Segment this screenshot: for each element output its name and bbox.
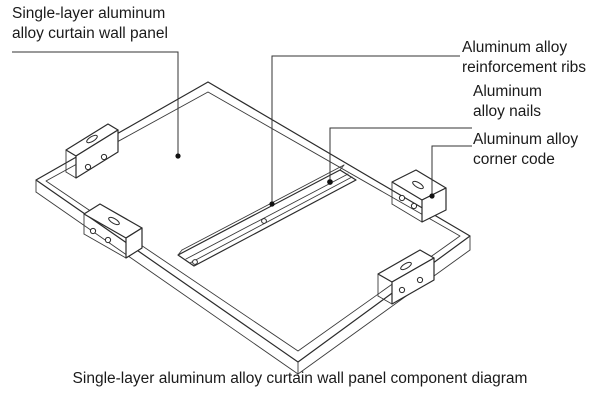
- leader-corner: [431, 145, 472, 196]
- leader-nails: [329, 127, 472, 182]
- corner-code-top-left: [65, 123, 119, 179]
- label-nails-line-1: Aluminum: [473, 83, 542, 100]
- label-panel-line-2: alloy curtain wall panel: [12, 25, 168, 42]
- reinforcement-rib: [177, 164, 357, 267]
- diagram-caption: Single-layer aluminum alloy curtain wall…: [72, 370, 528, 387]
- corner-code-bottom-right: [377, 249, 435, 305]
- label-ribs-line-2: reinforcement ribs: [462, 59, 587, 76]
- label-nails-line-2: alloy nails: [473, 103, 542, 120]
- label-corner-line-1: Aluminum alloy: [473, 131, 579, 148]
- label-alloy-nails: Aluminum alloy nails: [473, 82, 542, 122]
- label-corner-code: Aluminum alloy corner code: [473, 130, 578, 170]
- label-reinforcement-ribs: Aluminum alloy reinforcement ribs: [462, 38, 586, 78]
- panel-frame: [35, 81, 471, 375]
- leader-panel: [12, 51, 179, 156]
- label-corner-line-2: corner code: [473, 151, 555, 168]
- leader-lines: [12, 51, 472, 207]
- label-panel-line-1: Single-layer aluminum: [12, 5, 166, 22]
- corner-code-left: [83, 203, 143, 259]
- label-single-layer-panel: Single-layer aluminum alloy curtain wall…: [12, 4, 168, 44]
- label-ribs-line-1: Aluminum alloy: [462, 39, 568, 56]
- leader-ribs: [271, 55, 460, 204]
- corner-code-right: [391, 169, 447, 223]
